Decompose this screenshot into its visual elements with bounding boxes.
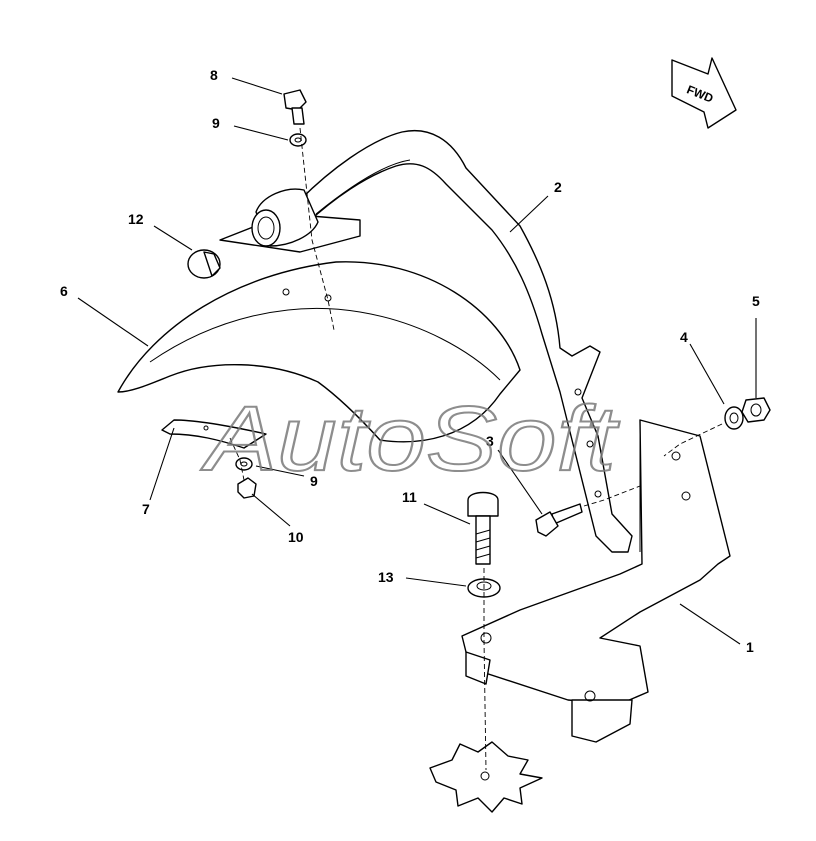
nut-part-5 [741,397,771,423]
leader-lines [77,77,757,645]
strap-part-7 [161,419,267,449]
washer-part-4 [724,406,744,430]
callout-11: 12 [128,211,144,227]
assembly-centerlines [229,127,723,771]
callout-2: 2 [554,179,562,195]
watermark: AutoSoft [200,388,620,490]
callout-4: 4 [680,329,688,345]
callout-1: 1 [746,639,754,655]
bushing-bracket [219,188,361,253]
callout-10: 10 [288,529,304,545]
callout-13: 13 [378,569,394,585]
callouts: 8 9 12 6 2 4 5 3 11 13 1 7 9 10 [60,67,760,655]
callout-9-top: 9 [212,115,220,131]
callout-12: 11 [402,489,417,505]
plug-part-11 [187,249,221,279]
bolt-part-3 [535,503,583,537]
callout-9-lower: 9 [310,473,318,489]
callout-7: 7 [142,501,150,517]
ground-symbol-icon [429,741,543,813]
callout-8: 8 [210,67,218,83]
callout-6: 6 [60,283,68,299]
bolt-part-12 [467,491,499,565]
fender-part-6 [117,261,521,443]
callout-3: 3 [486,433,494,449]
washer-part-9-top [289,133,307,147]
fwd-arrow-icon: FWD [671,57,737,129]
tube-frame-part-2 [299,130,633,553]
callout-5: 5 [752,293,760,309]
bolt-part-8 [283,89,307,125]
